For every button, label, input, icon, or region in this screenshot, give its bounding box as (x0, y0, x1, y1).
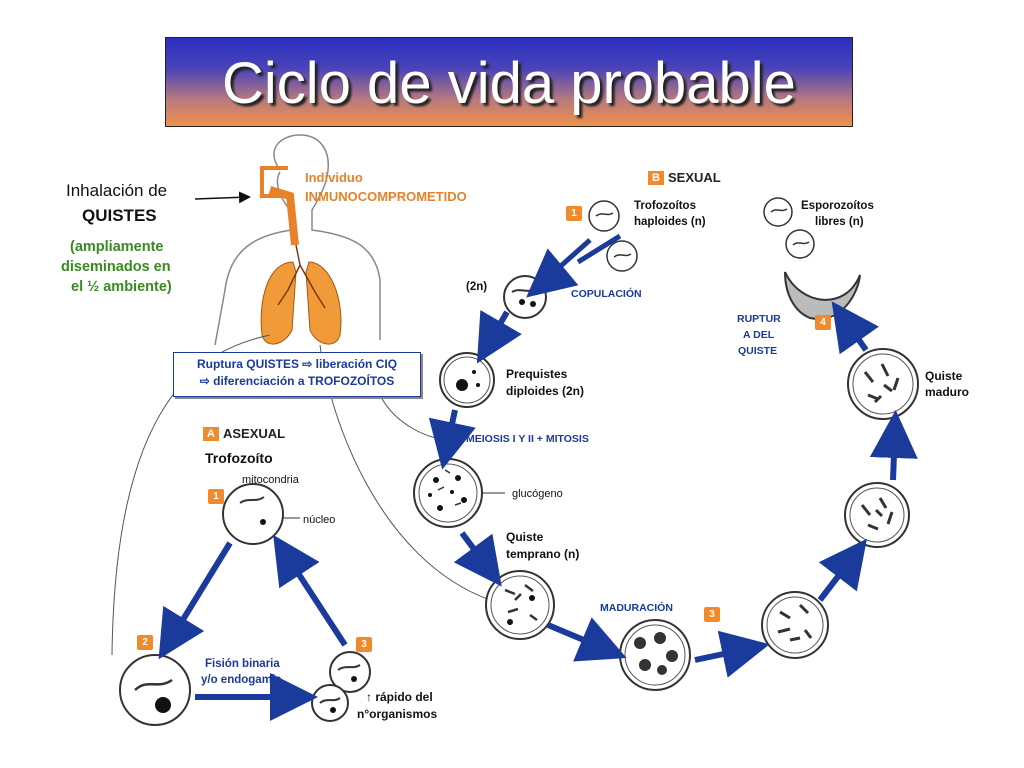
arrow-to-quiste-temprano (453, 531, 502, 587)
prequistes-label-1: Prequistes (506, 367, 568, 381)
ruptura-line-2: ⇨ diferenciación a TROFOZOÍTOS (199, 374, 395, 388)
sexual-quiste-temprano-cell (485, 570, 555, 640)
sexual-ruptured-cyst (784, 271, 861, 321)
page-title: Ciclo de vida probable (222, 51, 796, 116)
asexual-daughter-cells (311, 651, 371, 722)
ruptur-label-1: RUPTUR (737, 313, 781, 325)
rapido-label-1: ↑ rápido del (366, 690, 433, 704)
sexual-cyst-cell-4 (844, 482, 910, 548)
two-n-label: (2n) (466, 281, 488, 293)
sexual-step-1-badge: 1 (566, 206, 582, 221)
asexual-fision-cell (119, 654, 191, 726)
quiste-maduro-label-1: Quiste (925, 369, 963, 383)
asexual-tag: A ASEXUAL (203, 426, 285, 441)
sexual-cyst-cell-3 (761, 591, 829, 659)
asexual-tag-letter: A (203, 426, 219, 441)
trofozoitos-label-2: haploides (n) (634, 216, 706, 228)
sexual-step-4-badge: 4 (815, 315, 831, 330)
asexual-arrow-1-2 (158, 541, 233, 660)
ruptur-label-2: A DEL (743, 329, 775, 341)
spread-label-2: diseminados en (61, 259, 171, 275)
sexual-esporozoitos-cells (763, 197, 815, 259)
arrow-2n-prequiste (476, 309, 522, 364)
inhalation-arrow (194, 191, 251, 204)
ruptur-label-3: QUISTE (738, 345, 778, 357)
asexual-step-2-badge: 2 (137, 635, 153, 650)
sexual-step-3-badge: 3 (704, 607, 720, 622)
prequistes-label-2: diploides (2n) (506, 384, 584, 398)
ruptura-line-1: Ruptura QUISTES ⇨ liberación CIQ (196, 357, 398, 371)
trofozoito-label: Trofozoíto (205, 450, 273, 466)
spread-label-3: el ½ ambiente) (71, 279, 172, 295)
maduracion-label: MADURACIÓN (600, 602, 673, 614)
inhalation-label-1: Inhalación de (66, 181, 168, 200)
sexual-quiste-maduro-cell (847, 348, 919, 420)
title-banner: Ciclo de vida probable (165, 37, 853, 127)
sexual-tag: B SEXUAL (648, 170, 721, 185)
fision-label-2: y/o endogamia (201, 674, 282, 686)
curve-to-asexual (111, 334, 271, 656)
sexual-2n-cell (503, 275, 547, 319)
host-label-2: INMUNOCOMPROMETIDO (305, 189, 467, 204)
sexual-glucogeno-cell (413, 458, 505, 528)
sexual-maduracion-cell (619, 619, 691, 691)
asexual-arrow-3-1 (273, 534, 348, 647)
human-figure-icon (214, 134, 381, 346)
arrow-meiosis (428, 409, 476, 470)
trofozoitos-label-1: Trofozoítos (634, 200, 696, 212)
quiste-temprano-label-2: temprano (n) (506, 547, 580, 561)
host-label-1: Individuo (305, 170, 363, 185)
asexual-step-3-badge: 3 (356, 637, 372, 652)
asexual-step-1-badge: 1 (208, 489, 224, 504)
copulacion-label: COPULACIÓN (571, 288, 642, 300)
asexual-trofozoito-cell (222, 483, 300, 545)
arrow-ruptura-quiste (831, 301, 879, 355)
sexual-trofozoitos-cells (588, 200, 638, 272)
arrow-maduracion (546, 617, 627, 662)
esporozoitos-label-1: Esporozoítos (801, 200, 874, 212)
fision-label-1: Fisión binaria (205, 658, 280, 670)
sexual-prequiste-cell (439, 352, 495, 408)
quiste-temprano-label-1: Quiste (506, 530, 544, 544)
esporozoitos-label-2: libres (n) (815, 216, 864, 228)
quiste-maduro-label-2: maduro (925, 385, 970, 399)
ruptura-callout: Ruptura QUISTES ⇨ liberación CIQ ⇨ difer… (173, 352, 421, 397)
sexual-tag-label: SEXUAL (668, 170, 721, 185)
asexual-tag-label: ASEXUAL (223, 426, 286, 441)
mitocondria-label: mitocondria (242, 474, 299, 486)
rapido-label-2: n°organismos (357, 707, 438, 721)
inhalation-label-2: QUISTES (82, 206, 157, 225)
sexual-tag-letter: B (648, 170, 664, 185)
meiosis-label: MEIOSIS I Y II + MITOSIS (466, 433, 589, 445)
spread-label-1: (ampliamente (70, 239, 164, 255)
glucogeno-label: glucógeno (512, 488, 563, 500)
nucleo-label: núcleo (303, 514, 336, 526)
